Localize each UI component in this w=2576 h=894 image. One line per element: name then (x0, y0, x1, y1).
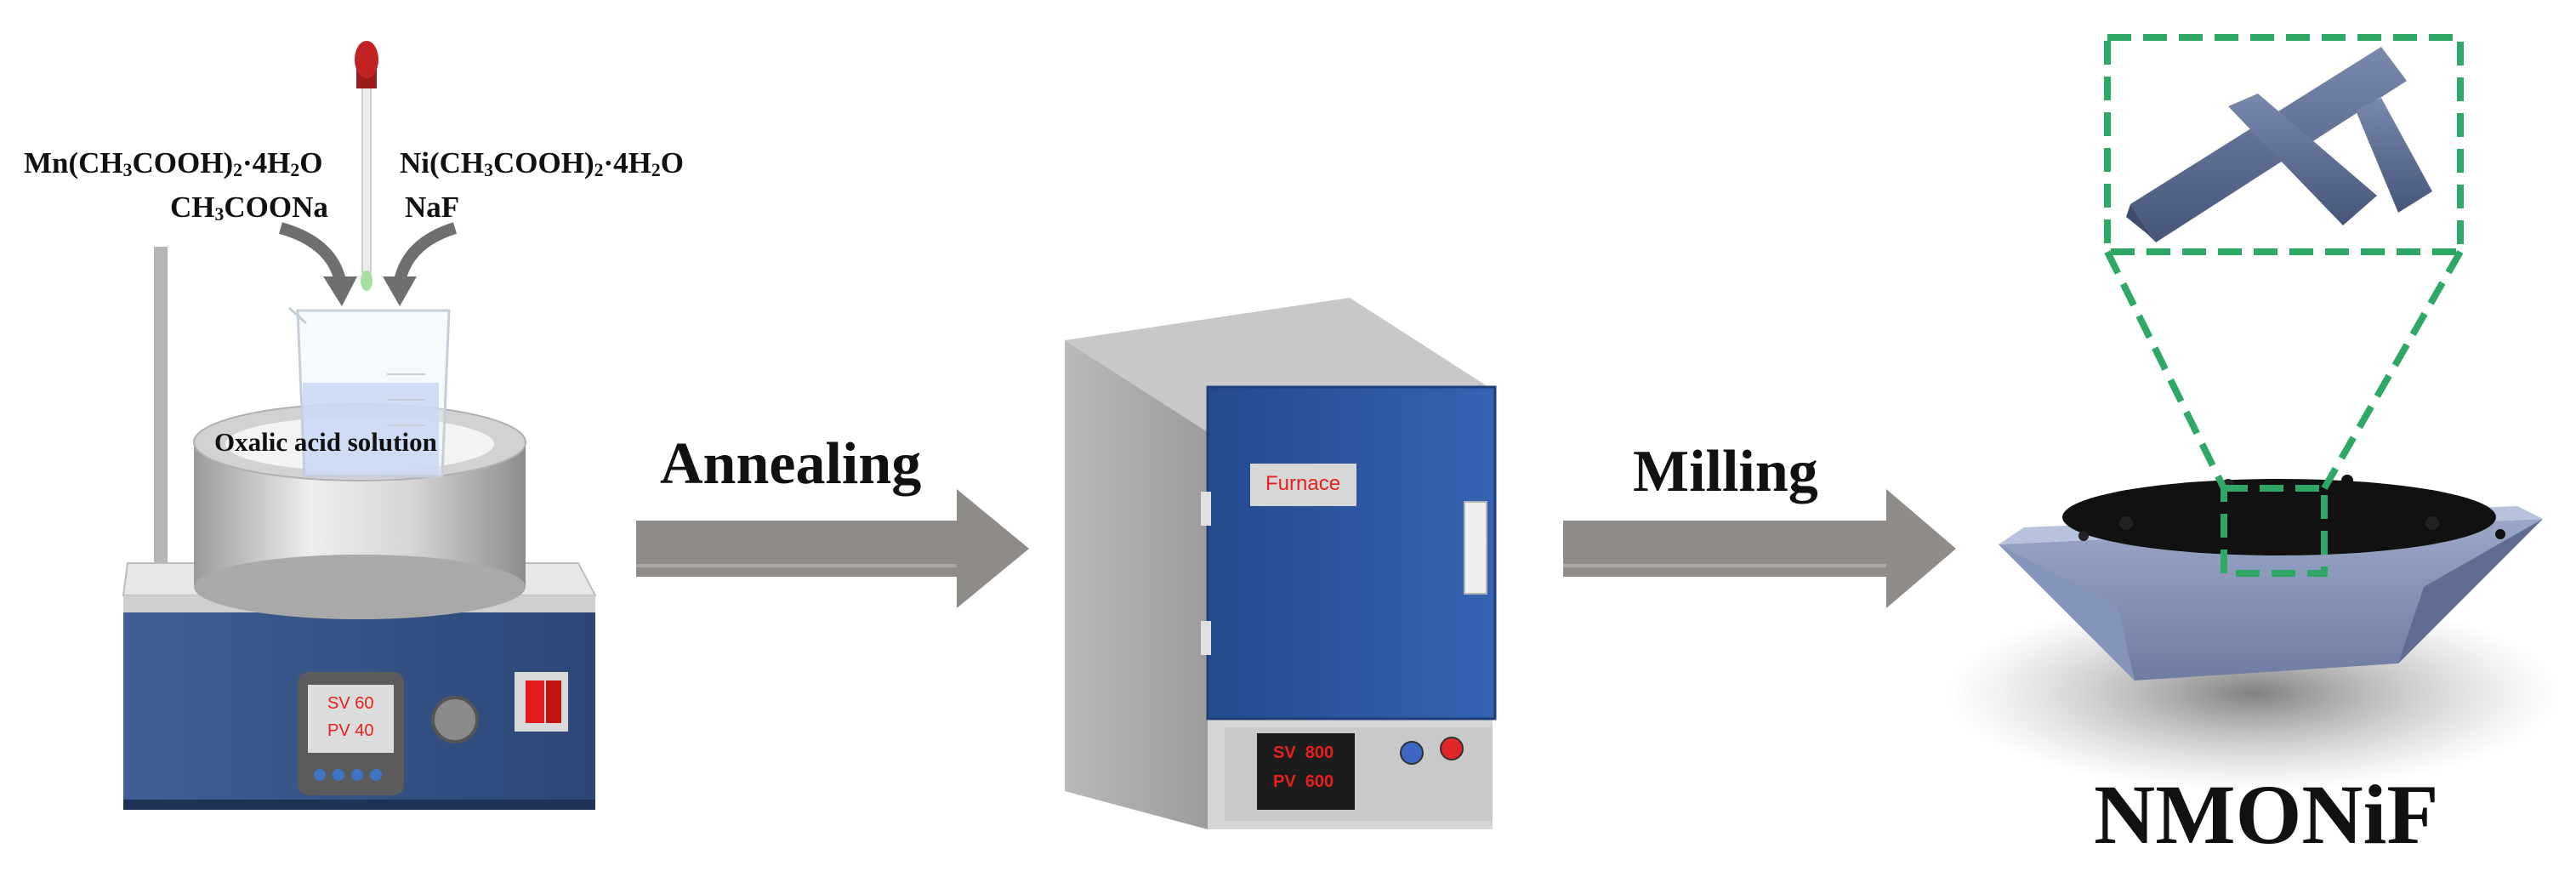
support-rod (154, 247, 168, 583)
beaker-label: Oxalic acid solution (214, 427, 437, 457)
nanorods (2126, 47, 2432, 242)
milling-arrow (1563, 489, 1956, 608)
nanorod-3 (2356, 98, 2432, 213)
door-handle[interactable] (1464, 501, 1487, 595)
stirrer-sv-readout: SV 60 (327, 694, 374, 713)
annealing-label: Annealing (660, 431, 922, 497)
stirrer-knob[interactable] (431, 696, 479, 743)
reagent-mn-acetate: Mn(CH3COOH)2·4H2O (24, 146, 323, 180)
milling-label: Milling (1633, 439, 1818, 504)
beaker (287, 306, 451, 478)
furnace-label: Furnace (1265, 472, 1341, 495)
reagent-sodium-fluoride: NaF (405, 191, 460, 224)
furnace-side (1065, 340, 1208, 829)
powder (2062, 479, 2496, 555)
furnace-button-red[interactable] (1440, 737, 1464, 760)
furnace-button-blue[interactable] (1400, 741, 1424, 765)
zoom-indicator (2104, 34, 2464, 577)
reagent-sodium-acetate: CH3COONa (170, 191, 328, 225)
reagent-arrow-left (279, 222, 346, 282)
zoom-box-small (2221, 485, 2328, 577)
annealing-arrow (636, 489, 1029, 608)
magnetic-stirrer (122, 41, 597, 810)
stirrer-pv-readout: PV 40 (327, 721, 374, 740)
droplet (361, 270, 372, 291)
furnace (1065, 298, 1497, 829)
furnace-display (1257, 733, 1355, 810)
furnace-sv-readout: SV 800 (1273, 743, 1334, 762)
reagent-ni-acetate: Ni(CH3COOH)2·4H2O (400, 146, 684, 180)
product-label: NMONiF (2094, 767, 2439, 862)
stirrer-display (308, 685, 394, 753)
crucible-boat (1948, 475, 2560, 791)
furnace-door[interactable] (1206, 385, 1497, 720)
reagent-arrow-right (394, 222, 458, 282)
furnace-pv-readout: PV 600 (1273, 772, 1334, 791)
dropper (355, 41, 378, 291)
nanorod-2 (2228, 94, 2377, 225)
furnace-label-plate (1250, 464, 1356, 506)
